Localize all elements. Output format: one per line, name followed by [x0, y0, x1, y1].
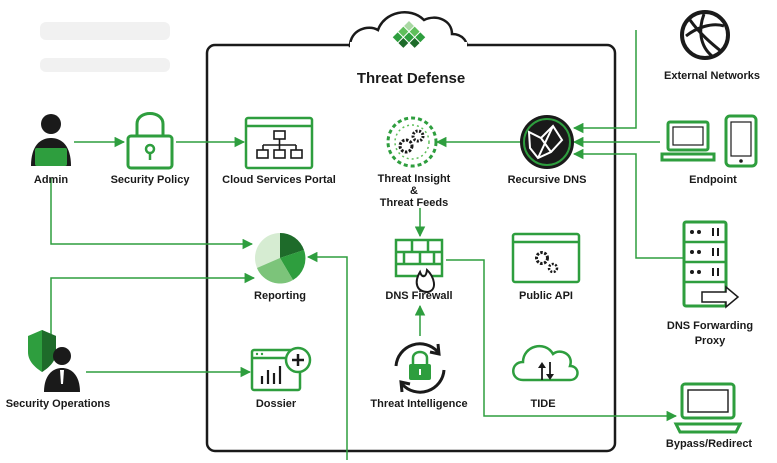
laptop-icon — [673, 382, 743, 434]
label-security-policy: Security Policy — [110, 174, 190, 186]
label-threat-insight: Threat Insight & Threat Feeds — [377, 173, 451, 209]
connector-admin-reporting — [50, 178, 254, 250]
faded-placeholder-bottom — [40, 58, 170, 72]
label-tide: TIDE — [530, 398, 556, 410]
refresh-lock-icon — [394, 342, 446, 394]
connectors — [50, 30, 684, 460]
label-external-networks: External Networks — [664, 70, 760, 82]
connector-proxy-recursive — [572, 148, 684, 259]
label-cloud-services-portal: Cloud Services Portal — [222, 174, 336, 186]
label-recursive-dns: Recursive DNS — [507, 174, 587, 186]
cloud-icon — [512, 344, 579, 382]
padlock-icon — [126, 112, 174, 170]
org-chart-window-icon — [244, 116, 314, 170]
label-security-operations: Security Operations — [5, 398, 111, 410]
label-threat-intelligence: Threat Intelligence — [370, 398, 468, 410]
connector-secops-reporting — [50, 272, 256, 334]
globe-icon — [680, 10, 730, 60]
pie-chart-icon — [255, 232, 306, 284]
gears-radar-icon — [386, 116, 438, 168]
user-laptop-icon — [31, 114, 71, 166]
label-dns-firewall: DNS Firewall — [385, 290, 453, 302]
cloud-logo-icon — [348, 11, 468, 50]
label-dns-forwarding-proxy: DNS Forwarding Proxy — [666, 320, 754, 347]
laptop-tablet-icon — [660, 114, 758, 168]
shield-user-icon — [28, 330, 80, 392]
server-rack-icon — [682, 220, 740, 309]
label-public-api: Public API — [519, 290, 573, 302]
label-reporting: Reporting — [254, 290, 306, 302]
connector-firewall-bypass — [446, 259, 678, 422]
api-window-icon — [511, 232, 581, 284]
network-globe-icon — [520, 115, 574, 169]
connector-external-reporting — [306, 251, 348, 460]
label-dossier: Dossier — [255, 398, 297, 410]
label-endpoint: Endpoint — [689, 174, 737, 186]
dossier-window-icon — [250, 346, 312, 392]
label-bypass-redirect: Bypass/Redirect — [665, 438, 753, 450]
label-admin: Admin — [33, 174, 69, 186]
faded-placeholder-top — [40, 22, 170, 40]
connector-external-recursive — [572, 30, 637, 134]
diagram-title: Threat Defense — [356, 70, 466, 87]
firewall-icon — [394, 238, 444, 294]
